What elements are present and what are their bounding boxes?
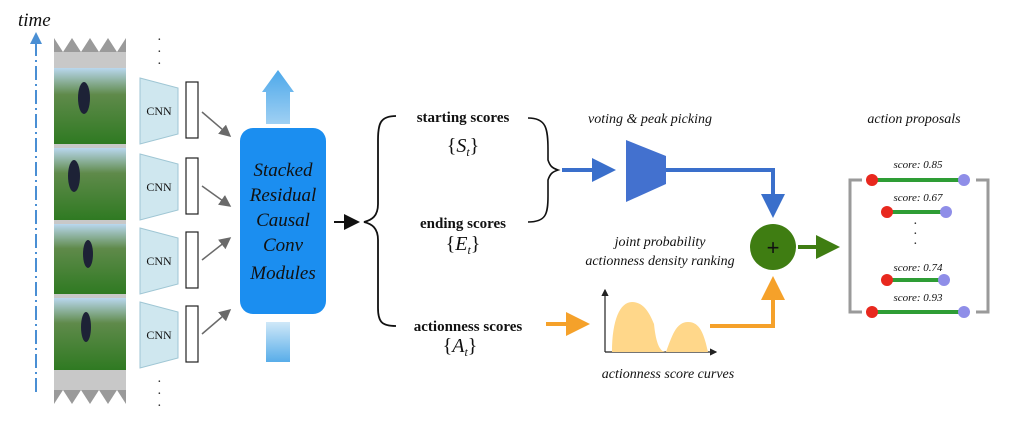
video-frame-1	[54, 68, 126, 144]
proposal-score: score: 0.67	[893, 192, 943, 204]
plus-symbol: +	[767, 235, 780, 260]
plus-circle-icon	[750, 224, 796, 270]
proposal-score: score: 0.74	[893, 262, 943, 274]
module-line-5: Modules	[249, 263, 315, 284]
golfer-figure-2	[68, 160, 80, 192]
merge-brace-icon	[527, 117, 561, 223]
actionness-scores-label: actionness scores	[414, 319, 523, 335]
cnn-label: CNN	[146, 328, 172, 342]
proposal-start-dot	[866, 306, 878, 318]
joint-label-line-2: actionness density ranking	[585, 254, 734, 269]
cnn-label: CNN	[146, 254, 172, 268]
feature-vector-icon	[185, 231, 199, 289]
module-line-3: Causal	[256, 210, 310, 231]
stacked-residual-causal-conv-module	[240, 128, 326, 314]
cnn-trapezoid-icon	[139, 77, 179, 145]
proposal-dots: ···	[913, 217, 918, 252]
golfer-figure-1	[78, 82, 90, 114]
feature-vector-icon	[185, 81, 199, 139]
proposal-4: score: 0.93	[866, 292, 970, 318]
up-arrow-icon	[262, 70, 294, 124]
proposal-end-dot	[940, 206, 952, 218]
dots-top: ···	[157, 33, 162, 72]
curly-brace-icon	[363, 115, 397, 327]
frame-strip	[54, 38, 126, 404]
cnn-block-3: CNN	[139, 227, 199, 295]
proposal-3: score: 0.74	[881, 262, 950, 286]
voting-peak-picking-icon	[626, 140, 666, 202]
cnn-trapezoid-icon	[139, 227, 179, 295]
proposal-end-dot	[958, 174, 970, 186]
starting-scores-symbol: {St}	[447, 135, 480, 159]
joint-label-line-1: joint probability	[613, 235, 707, 250]
film-strip-bottom-teeth	[54, 390, 126, 404]
actionness-curve-plot	[601, 288, 718, 356]
proposal-1: score: 0.85	[866, 159, 970, 186]
starting-scores-label: starting scores	[417, 110, 510, 126]
proposal-2: score: 0.67	[881, 192, 952, 218]
feature-vector-icon	[185, 157, 199, 215]
dots-bottom: ···	[157, 375, 162, 414]
time-arrow-icon	[30, 32, 42, 44]
golfer-figure-4	[81, 312, 91, 342]
time-axis	[30, 32, 42, 392]
curves-label: actionness score curves	[602, 367, 735, 382]
proposal-end-dot	[958, 306, 970, 318]
video-frame-2	[54, 148, 126, 220]
proposal-end-dot	[938, 274, 950, 286]
input-stream-bar	[266, 322, 290, 362]
film-strip-top-teeth	[54, 38, 126, 52]
feature-vector-icon	[185, 305, 199, 363]
module-line-1: Stacked	[253, 160, 313, 181]
ending-scores-symbol: {Et}	[446, 233, 481, 257]
cnn-label: CNN	[146, 180, 172, 194]
cnn-block-4: CNN	[139, 301, 199, 369]
cnn-trapezoid-icon	[139, 153, 179, 221]
proposals-right-bracket	[976, 178, 990, 314]
module-line-2: Residual	[249, 185, 317, 206]
actionness-curve-peak-1	[612, 302, 666, 352]
proposals-left-bracket	[848, 178, 862, 314]
proposal-score: score: 0.85	[893, 159, 943, 171]
feature-arrow-4	[201, 309, 232, 335]
voting-to-plus-arrow	[666, 168, 785, 218]
proposal-start-dot	[881, 274, 893, 286]
cnn-block-1: CNN	[139, 77, 199, 145]
feature-arrow-2	[201, 185, 232, 207]
proposals-label: action proposals	[867, 112, 961, 127]
proposal-score: score: 0.93	[893, 292, 943, 304]
actionness-scores-symbol: {At}	[443, 335, 478, 359]
feature-arrow-1	[201, 111, 232, 137]
golfer-figure-3	[83, 240, 93, 268]
time-label: time	[18, 10, 51, 31]
proposal-start-dot	[866, 174, 878, 186]
curves-to-plus-arrow	[710, 276, 785, 328]
cnn-label: CNN	[146, 104, 172, 118]
actionness-curve-peak-2	[666, 322, 708, 352]
feature-arrow-3	[201, 237, 232, 261]
voting-label: voting & peak picking	[588, 112, 712, 127]
module-line-4: Conv	[263, 235, 304, 256]
cnn-trapezoid-icon	[139, 301, 179, 369]
proposal-start-dot	[881, 206, 893, 218]
cnn-block-2: CNN	[139, 153, 199, 221]
ending-scores-label: ending scores	[420, 216, 506, 232]
